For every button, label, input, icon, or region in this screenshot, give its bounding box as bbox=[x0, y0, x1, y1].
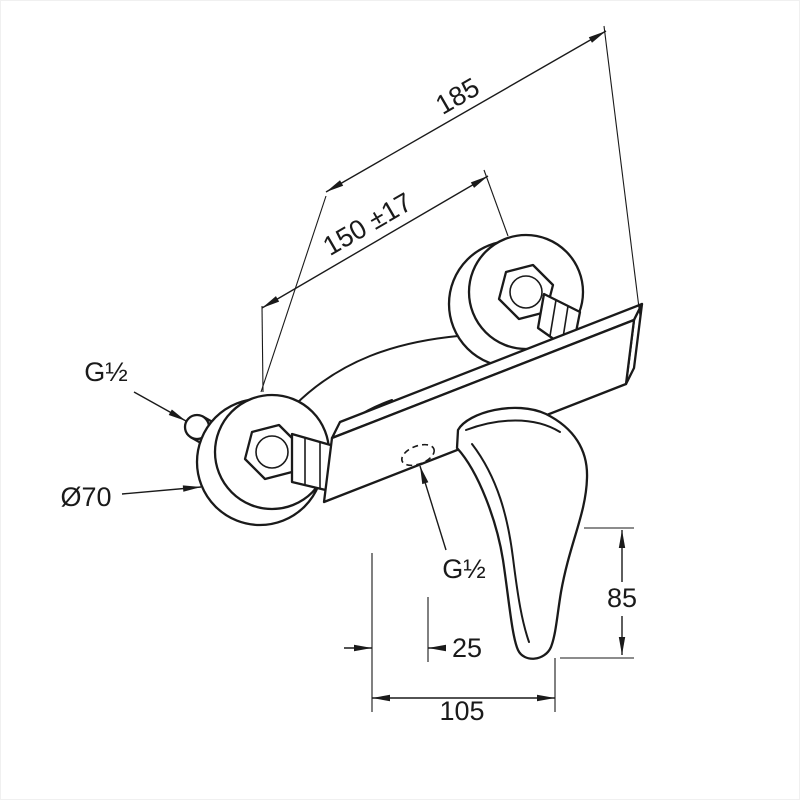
left-nut-bore bbox=[255, 435, 289, 469]
ext-line-150-right bbox=[483, 169, 509, 237]
leader-flange-diameter bbox=[121, 485, 202, 495]
faucet-drawing bbox=[183, 233, 644, 660]
ext-line-185-right bbox=[603, 25, 641, 317]
handle bbox=[455, 406, 589, 660]
body-front-face bbox=[322, 318, 636, 504]
right-nut-facet-1 bbox=[549, 299, 557, 337]
dim-line-150 bbox=[261, 175, 489, 309]
right-nut-bore bbox=[509, 275, 543, 309]
dim-label-150: 150 ±17 bbox=[318, 187, 417, 262]
dim-label-185: 185 bbox=[430, 72, 484, 121]
ext-line-150-left bbox=[261, 305, 264, 393]
dim-label-85: 85 bbox=[607, 583, 637, 613]
dim-label-flange-diameter: Ø70 bbox=[60, 482, 111, 512]
dim-line-185 bbox=[325, 30, 607, 193]
leader-inlet-thread bbox=[133, 391, 187, 422]
leader-outlet-thread bbox=[419, 465, 447, 551]
dim-label-outlet-thread: G½ bbox=[442, 554, 486, 584]
dim-label-25: 25 bbox=[452, 633, 482, 663]
dim-label-inlet-thread: G½ bbox=[84, 357, 128, 387]
wall-union-curve-upper bbox=[293, 335, 459, 407]
handle-edge-line bbox=[471, 443, 530, 643]
ext-line-185-left bbox=[260, 195, 327, 393]
outlet-port-dashed bbox=[401, 443, 435, 467]
handle-top-line bbox=[465, 419, 561, 433]
dim-label-105: 105 bbox=[439, 696, 484, 726]
